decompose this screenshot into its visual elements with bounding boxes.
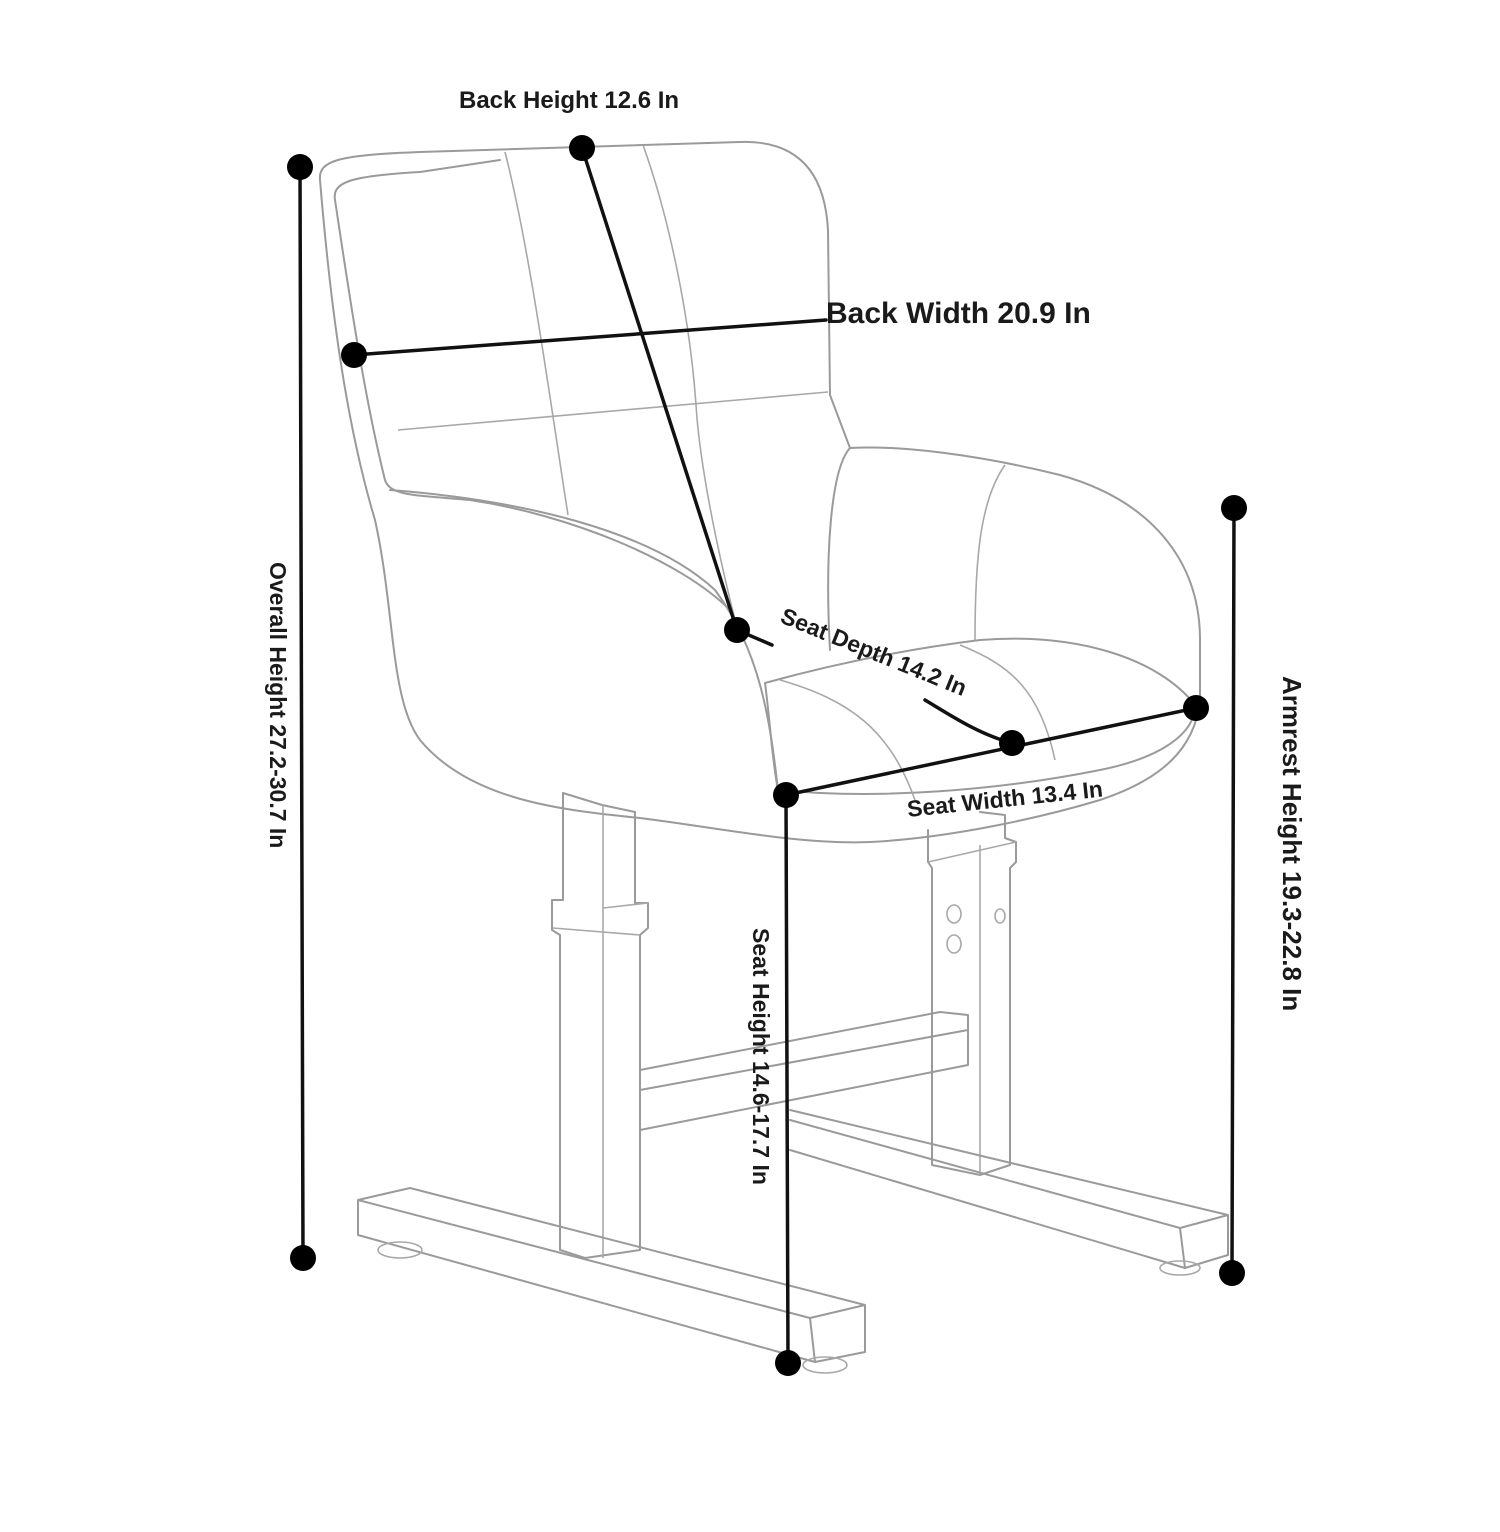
- seat-width-right-marker: [1183, 695, 1209, 721]
- seat-depth-line: [923, 698, 1014, 745]
- left-post-edge: [552, 805, 649, 1258]
- armrest-height-bottom-marker: [1219, 1260, 1245, 1286]
- seat-cushion: [764, 637, 1196, 795]
- armrest-height-line: [1230, 506, 1236, 1275]
- back-width-line: [352, 318, 828, 357]
- back-width-marker: [341, 342, 367, 368]
- armrest-tuft: [974, 464, 1006, 641]
- armrest-height-label: Armrest Height 19.3-22.8 In: [1277, 676, 1307, 1011]
- left-post: [551, 792, 649, 1259]
- dimension-markers: [287, 135, 1247, 1376]
- adjust-hole-2: [946, 934, 962, 954]
- dimension-lines: [298, 146, 1236, 1365]
- right-foot-pad: [1159, 1260, 1201, 1276]
- back-tuft-right: [642, 144, 736, 621]
- overall-height-top-marker: [287, 154, 313, 180]
- chair-outline: [318, 140, 1229, 1374]
- back-tuft-left: [504, 151, 569, 516]
- seat-width-line: [784, 706, 1198, 797]
- left-foot: [357, 1187, 866, 1363]
- backrest-inner: [333, 159, 731, 611]
- overall-height-bottom-marker: [290, 1245, 316, 1271]
- seat-depth-marker: [999, 730, 1025, 756]
- cross-bar: [639, 1011, 969, 1131]
- back-height-label: Back Height 12.6 In: [459, 87, 679, 114]
- seat-height-line: [784, 793, 790, 1365]
- back-height-top-marker: [569, 135, 595, 161]
- right-armrest: [827, 446, 1201, 701]
- back-height-line: [580, 146, 739, 632]
- armrest-height-top-marker: [1221, 495, 1247, 521]
- seat-height-label: Seat Height 14.6-17.7 In: [748, 928, 774, 1185]
- adjust-hole-1: [946, 904, 962, 924]
- left-foot-pad-1: [377, 1241, 423, 1259]
- back-width-label: Back Width 20.9 In: [826, 297, 1091, 330]
- right-post: [927, 811, 1017, 1176]
- adjust-hole-3: [994, 908, 1006, 924]
- seat-depth-label: Seat Depth 14.2 In: [777, 603, 970, 701]
- left-foot-pad-2: [802, 1356, 848, 1374]
- right-foot: [789, 1109, 1229, 1269]
- overall-height-label: Overall Height 27.2-30.7 In: [265, 562, 291, 848]
- overall-height-line: [298, 165, 305, 1260]
- back-height-bottom-marker: [724, 617, 750, 643]
- seat-height-bottom-marker: [775, 1350, 801, 1376]
- left-armrest: [389, 489, 779, 791]
- back-tuft-horizontal: [397, 391, 829, 431]
- seat-corner-marker: [773, 782, 799, 808]
- seat-tuft-left: [779, 679, 916, 801]
- right-post-edge: [927, 841, 1017, 1175]
- backrest-outline: [318, 140, 1201, 844]
